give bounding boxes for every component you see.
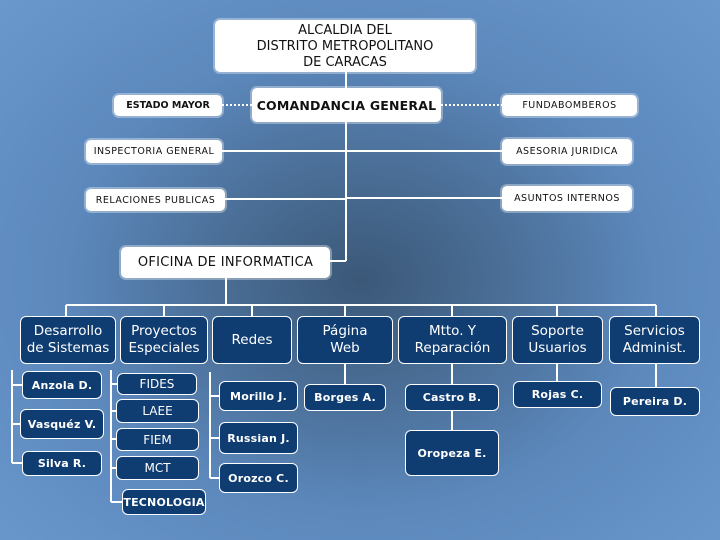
member-pereira-label: Pereira D.: [622, 395, 688, 408]
dept-desarrollo: Desarrollo de Sistemas: [20, 316, 116, 364]
member-tecnologia: TECNOLOGIA: [122, 489, 206, 515]
staff-asesoria: ASESORIA JURIDICA: [502, 139, 632, 164]
dept-servicios: Servicios Administ.: [609, 316, 700, 364]
member-vasquez: Vasquéz V.: [20, 409, 104, 439]
staff-inspectoria: INSPECTORIA GENERAL: [86, 140, 222, 163]
member-mct: MCT: [116, 456, 199, 480]
member-oropeza-label: Oropeza E.: [417, 446, 487, 460]
member-fiem: FIEM: [116, 428, 199, 451]
dept-proyectos-line2: Especiales: [128, 340, 200, 356]
staff-fundabomberos-label: FUNDABOMBEROS: [522, 100, 617, 111]
member-rojas: Rojas C.: [513, 381, 602, 408]
staff-inspectoria-label: INSPECTORIA GENERAL: [93, 146, 215, 157]
staff-asuntos-label: ASUNTOS INTERNOS: [514, 193, 620, 204]
member-silva: Silva R.: [22, 451, 102, 476]
dept-mtto-line2: Reparación: [414, 340, 491, 356]
dept-mtto: Mtto. Y Reparación: [398, 316, 507, 364]
member-tecnologia-label: TECNOLOGIA: [123, 495, 205, 509]
dept-soporte: Soporte Usuarios: [512, 316, 603, 364]
member-silva-label: Silva R.: [37, 457, 87, 470]
dept-pagina-web-line2: Web: [330, 340, 360, 356]
dept-redes: Redes: [212, 316, 292, 364]
dept-servicios-line1: Servicios: [624, 323, 685, 339]
member-oropeza: Oropeza E.: [405, 430, 499, 476]
staff-relaciones: RELACIONES PUBLICAS: [86, 189, 225, 211]
alcaldia-box: ALCALDIA DEL DISTRITO METROPOLITANO DE C…: [215, 20, 475, 72]
dept-redes-line1: Redes: [231, 331, 273, 348]
alcaldia-line2: DISTRITO METROPOLITANO: [256, 38, 434, 54]
dept-proyectos: Proyectos Especiales: [120, 316, 208, 364]
dept-desarrollo-line2: de Sistemas: [26, 340, 110, 356]
dept-soporte-line2: Usuarios: [528, 340, 587, 356]
member-borges: Borges A.: [304, 384, 386, 411]
member-fides: FIDES: [117, 373, 197, 395]
dept-proyectos-line1: Proyectos: [131, 323, 197, 339]
dept-pagina-web-line1: Página: [322, 323, 368, 339]
member-laee: LAEE: [116, 399, 199, 423]
staff-estado-mayor: ESTADO MAYOR: [114, 95, 222, 116]
alcaldia-line1: ALCALDIA DEL: [298, 22, 392, 38]
member-morillo-label: Morillo J.: [230, 389, 287, 403]
member-vasquez-label: Vasquéz V.: [27, 417, 97, 431]
member-pereira: Pereira D.: [610, 387, 700, 416]
member-rojas-label: Rojas C.: [531, 388, 584, 401]
staff-estado-mayor-label: ESTADO MAYOR: [126, 100, 210, 111]
member-borges-label: Borges A.: [314, 391, 376, 404]
dept-desarrollo-line1: Desarrollo: [33, 323, 103, 339]
oficina-label: OFICINA DE INFORMATICA: [137, 255, 314, 270]
staff-fundabomberos: FUNDABOMBEROS: [502, 95, 637, 116]
member-anzola: Anzola D.: [22, 371, 102, 399]
member-orozco: Orozco C.: [219, 463, 298, 493]
member-castro-label: Castro B.: [422, 391, 482, 404]
member-fiem-label: FIEM: [143, 432, 172, 447]
dept-mtto-line1: Mtto. Y: [428, 323, 477, 339]
oficina-box: OFICINA DE INFORMATICA: [121, 247, 330, 278]
dept-servicios-line2: Administ.: [622, 340, 687, 356]
member-mct-label: MCT: [144, 461, 171, 475]
member-russian-label: Russian J.: [227, 431, 290, 445]
staff-relaciones-label: RELACIONES PUBLICAS: [95, 194, 216, 206]
staff-asesoria-label: ASESORIA JURIDICA: [516, 146, 618, 157]
member-russian: Russian J.: [219, 422, 298, 454]
member-orozco-label: Orozco C.: [228, 471, 289, 485]
member-fides-label: FIDES: [139, 377, 175, 391]
dept-pagina-web: Página Web: [297, 316, 393, 364]
comandancia-label: COMANDANCIA GENERAL: [256, 97, 437, 113]
comandancia-box: COMANDANCIA GENERAL: [252, 88, 441, 122]
member-anzola-label: Anzola D.: [31, 378, 93, 392]
member-castro: Castro B.: [405, 384, 499, 411]
dept-soporte-line1: Soporte: [531, 323, 584, 339]
alcaldia-line3: DE CARACAS: [303, 54, 387, 70]
member-morillo: Morillo J.: [219, 381, 298, 411]
staff-asuntos: ASUNTOS INTERNOS: [502, 186, 632, 211]
member-laee-label: LAEE: [142, 404, 173, 418]
